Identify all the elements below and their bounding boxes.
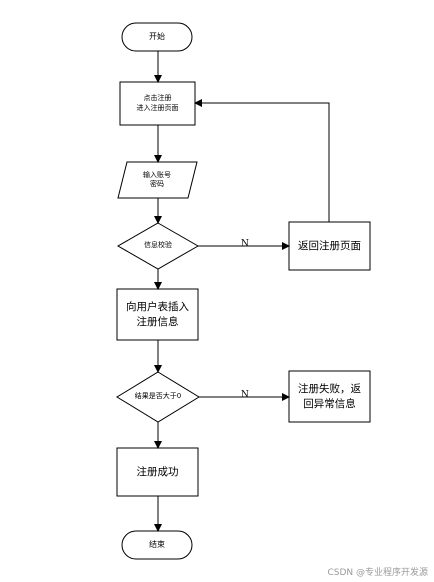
result-check-decision xyxy=(116,371,200,423)
start-terminator xyxy=(121,22,193,52)
input-credentials-io xyxy=(117,161,198,199)
insert-user-process xyxy=(116,288,199,341)
result-no-label: N xyxy=(241,390,249,400)
register-page-process xyxy=(119,81,196,126)
back-register-process xyxy=(288,221,371,271)
end-terminator xyxy=(121,530,193,560)
edge-back-to-register xyxy=(194,99,330,222)
check-no-label: N xyxy=(241,239,249,249)
success-process xyxy=(116,447,199,497)
watermark-text: CSDN @专业程序开发源 xyxy=(327,568,428,578)
info-check-decision xyxy=(116,222,200,270)
fail-process xyxy=(288,370,371,423)
